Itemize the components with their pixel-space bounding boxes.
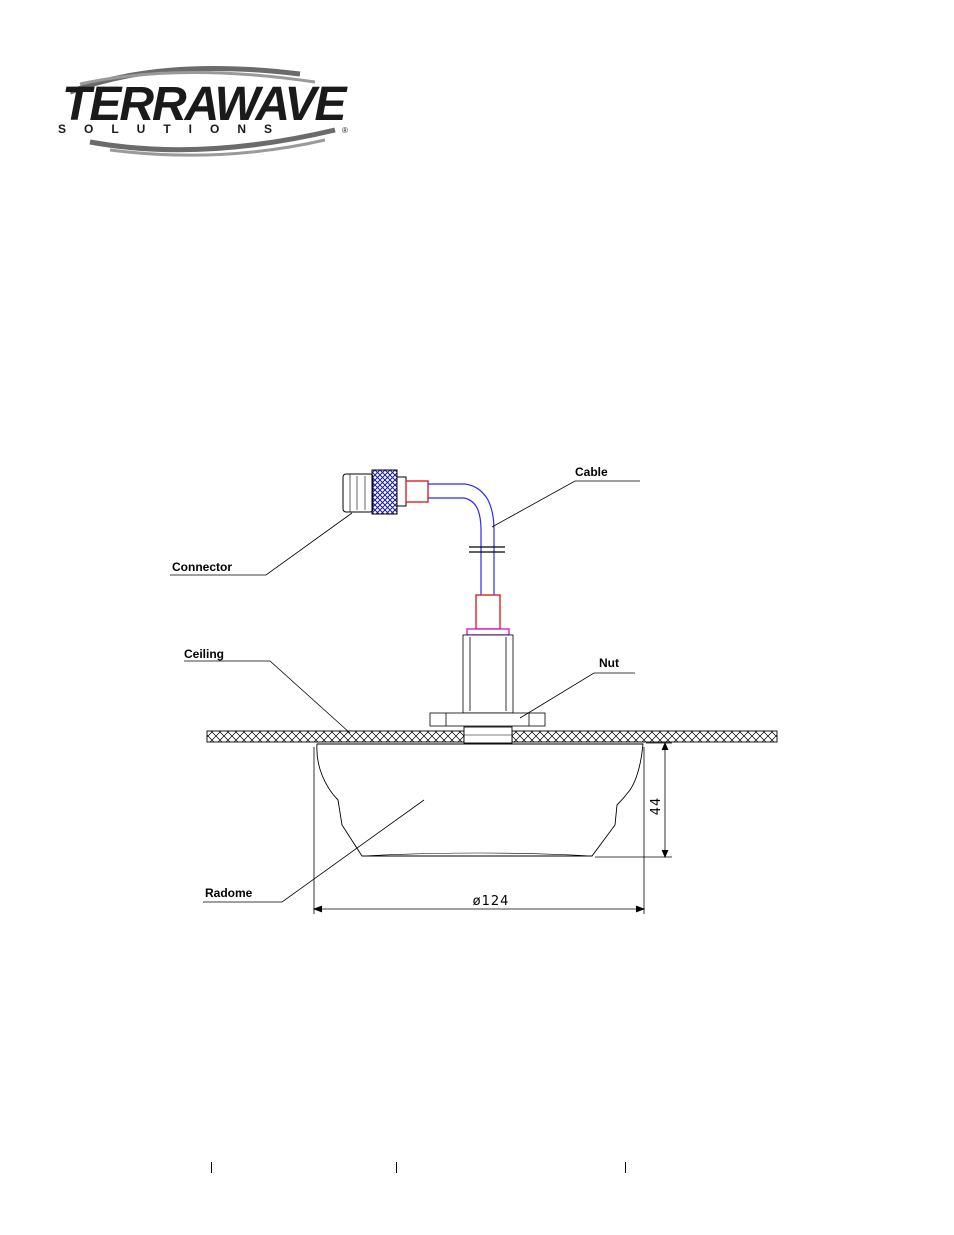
ceiling-label: Ceiling <box>184 647 224 661</box>
footer-separator <box>396 1162 397 1173</box>
cable-clamp <box>469 547 505 552</box>
connector-label: Connector <box>172 560 232 574</box>
gasket <box>467 629 509 635</box>
connector-sleeve <box>406 481 428 502</box>
connector-knurled-nut <box>372 470 397 514</box>
mounting-nut <box>430 713 545 726</box>
footer-separator <box>211 1162 212 1173</box>
cable <box>428 484 494 595</box>
cable-label: Cable <box>575 465 608 479</box>
cable-lower-sleeve <box>476 595 500 629</box>
threaded-stud <box>463 635 513 713</box>
diameter-dimension-label: ø124 <box>473 894 510 909</box>
height-dimension-label: 44 <box>649 797 664 816</box>
footer-separator <box>625 1162 626 1173</box>
ceiling-leader <box>184 661 350 733</box>
radome-label: Radome <box>205 886 253 900</box>
cable-leader <box>492 481 640 527</box>
connector <box>343 470 428 514</box>
nut-leader <box>520 673 635 718</box>
radome <box>317 744 643 856</box>
nut-label: Nut <box>599 656 619 670</box>
ceiling <box>207 727 777 743</box>
